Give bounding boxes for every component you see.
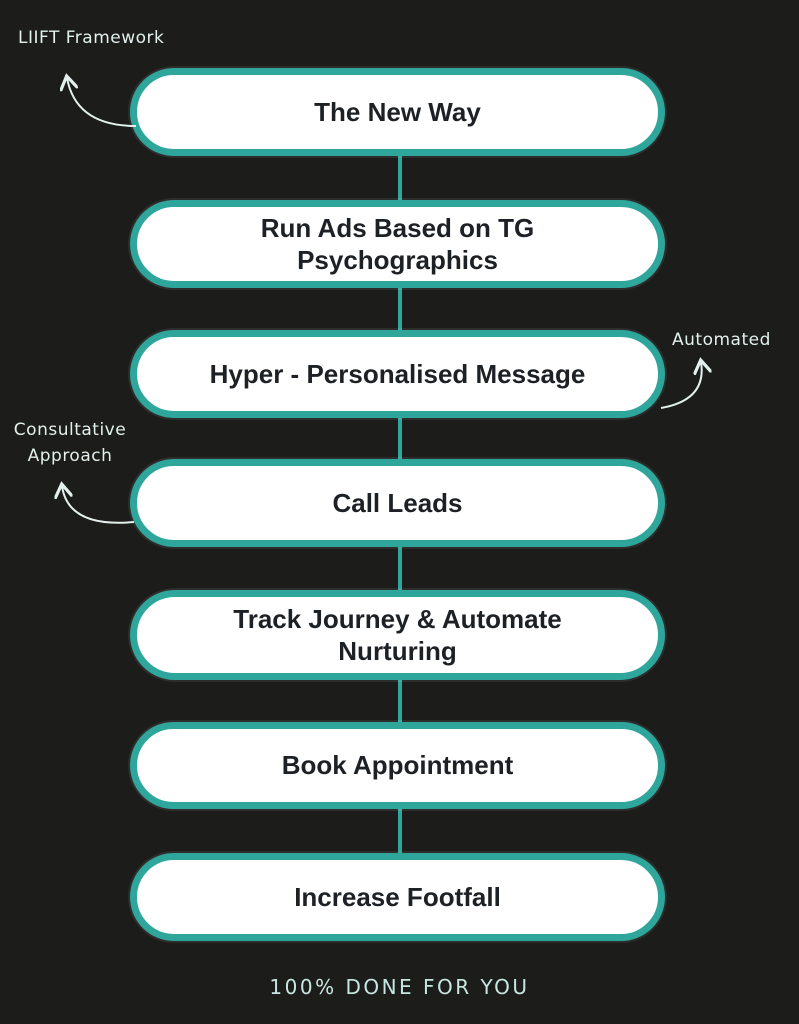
- curved-arrow-icon: [67, 78, 137, 127]
- annotation-liift-framework: LIIFT Framework: [18, 28, 165, 48]
- annotation-automated: Automated: [672, 330, 771, 350]
- flow-step-book-appointment: Book Appointment: [130, 722, 665, 809]
- flow-step-label: Track Journey & Automate Nurturing: [233, 603, 562, 667]
- curved-arrow-icon: [660, 362, 702, 409]
- flow-step-increase-footfall: Increase Footfall: [130, 853, 665, 941]
- curved-arrow-icon: [62, 486, 135, 524]
- flow-step-label: Increase Footfall: [294, 881, 501, 912]
- footer-tagline: 100% DONE FOR YOU: [269, 975, 530, 999]
- flow-step-the-new-way: The New Way: [130, 68, 665, 156]
- flow-step-hyper-personalised: Hyper - Personalised Message: [130, 330, 665, 418]
- flow-step-track-journey: Track Journey & Automate Nurturing: [130, 590, 665, 680]
- flow-step-label: Book Appointment: [281, 750, 514, 781]
- flow-step-label: Run Ads Based on TG Psychographics: [260, 212, 535, 276]
- flow-step-label: Call Leads: [332, 487, 463, 518]
- flow-step-label: The New Way: [314, 96, 481, 127]
- flow-step-call-leads: Call Leads: [130, 459, 665, 547]
- annotation-consultative-approach: Consultative Approach: [13, 420, 127, 466]
- flow-step-label: Hyper - Personalised Message: [209, 358, 586, 389]
- flow-step-run-ads: Run Ads Based on TG Psychographics: [130, 200, 665, 288]
